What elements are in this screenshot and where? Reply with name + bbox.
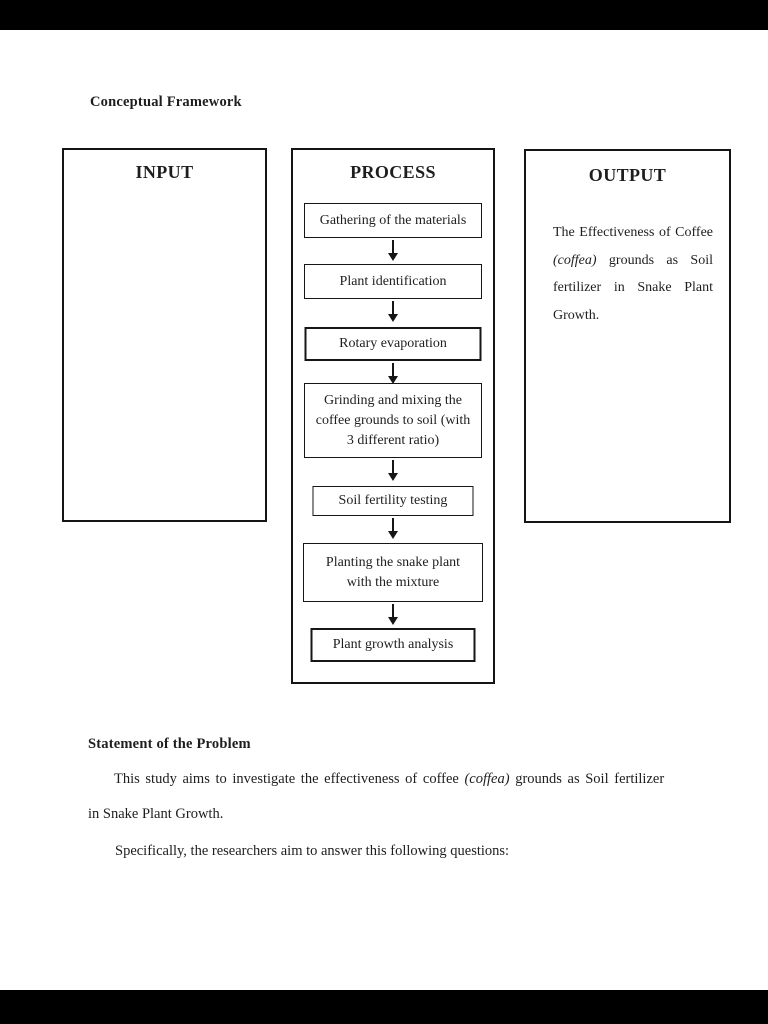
arrow-stem bbox=[392, 604, 394, 617]
letterbox-top bbox=[0, 0, 768, 30]
process-step-rotary-evaporation: Rotary evaporation bbox=[304, 327, 482, 361]
paragraph-line: in Snake Plant Growth. bbox=[88, 806, 224, 822]
output-box: OUTPUT The Effectiveness of Coffee (coff… bbox=[524, 149, 731, 523]
paragraph-line: Specifically, the researchers aim to ans… bbox=[115, 843, 510, 859]
process-step-plant-growth-analysis: Plant growth analysis bbox=[310, 628, 476, 662]
process-step-gathering: Gathering of the materials bbox=[304, 203, 482, 238]
output-text-after: grounds as Soil fertilizer in Snake Plan… bbox=[553, 252, 713, 323]
process-step-soil-fertility-testing: Soil fertility testing bbox=[312, 486, 474, 516]
arrow-stem bbox=[392, 363, 394, 376]
input-title: INPUT bbox=[135, 162, 194, 182]
arrow-head bbox=[388, 617, 398, 625]
arrow-stem bbox=[392, 518, 394, 531]
process-step-planting-snake-plant: Planting the snake plant with the mixtur… bbox=[303, 543, 483, 602]
conceptual-framework-heading: Conceptual Framework bbox=[90, 94, 242, 110]
paragraph1-before: This study aims to investigate the effec… bbox=[114, 771, 465, 787]
process-step-plant-identification: Plant identification bbox=[304, 264, 482, 299]
output-description: The Effectiveness of Coffee (coffea) gro… bbox=[553, 219, 713, 329]
output-text-before: The Effectiveness of Coffee bbox=[553, 225, 713, 240]
process-step-grinding-mixing: Grinding and mixing the coffee grounds t… bbox=[304, 383, 482, 458]
arrow-stem bbox=[392, 460, 394, 473]
letterbox-bottom bbox=[0, 990, 768, 1024]
arrow-down-icon bbox=[387, 240, 399, 261]
paragraph-line: This study aims to investigate the effec… bbox=[114, 771, 664, 788]
arrow-down-icon bbox=[387, 363, 399, 384]
paragraph1-italic: (coffea) bbox=[464, 771, 510, 787]
output-text-italic: (coffea) bbox=[553, 252, 597, 268]
arrow-head bbox=[388, 314, 398, 322]
statement-of-problem-heading: Statement of the Problem bbox=[88, 736, 251, 752]
arrow-stem bbox=[392, 240, 394, 253]
input-box: INPUT bbox=[62, 148, 267, 522]
arrow-head bbox=[388, 253, 398, 261]
arrow-down-icon bbox=[387, 460, 399, 481]
arrow-head bbox=[388, 473, 398, 481]
arrow-head bbox=[388, 376, 398, 384]
arrow-down-icon bbox=[387, 518, 399, 539]
arrow-down-icon bbox=[387, 301, 399, 322]
process-title: PROCESS bbox=[350, 162, 436, 182]
arrow-stem bbox=[392, 301, 394, 314]
output-title: OUTPUT bbox=[588, 165, 667, 185]
process-box: PROCESS Gathering of the materials Plant… bbox=[291, 148, 495, 684]
arrow-down-icon bbox=[387, 604, 399, 625]
arrow-head bbox=[388, 531, 398, 539]
paragraph1-after: grounds as Soil fertilizer bbox=[509, 771, 665, 787]
